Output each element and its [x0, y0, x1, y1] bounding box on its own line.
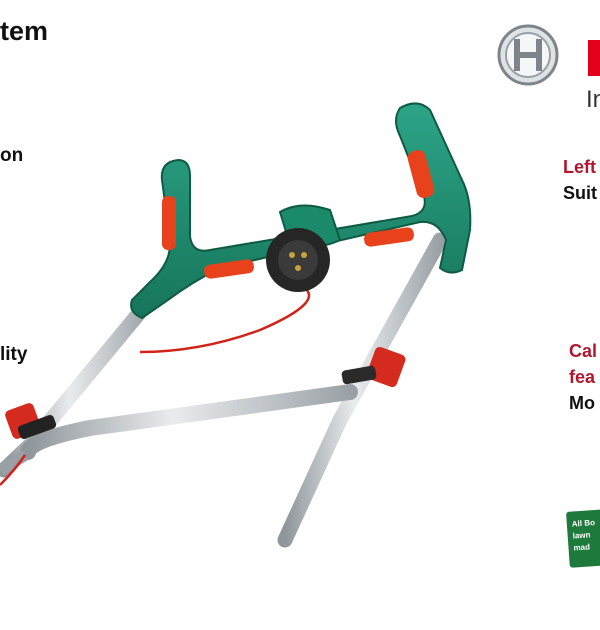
lawn-badge: All Bo lawn mad — [566, 508, 600, 568]
feature-2-heading-line1: Cal — [569, 341, 598, 361]
badge-line-3: mad — [573, 542, 591, 553]
feature-1-heading: Left — [563, 157, 596, 177]
feature-1-text: Suit — [563, 183, 597, 203]
badge-line-2: lawn — [572, 530, 591, 541]
page-title: tem — [0, 16, 49, 46]
brand-tagline: In — [586, 86, 600, 113]
feature-label-left-2: lity — [0, 344, 28, 365]
badge-line-1: All Bo — [571, 518, 596, 529]
feature-2-text: Mo — [569, 393, 595, 413]
feature-label-left-1: on — [0, 145, 24, 166]
feature-2-heading-line2: fea — [569, 367, 596, 387]
brand-logo-icon — [497, 24, 559, 86]
brand-wordmark — [588, 40, 600, 76]
